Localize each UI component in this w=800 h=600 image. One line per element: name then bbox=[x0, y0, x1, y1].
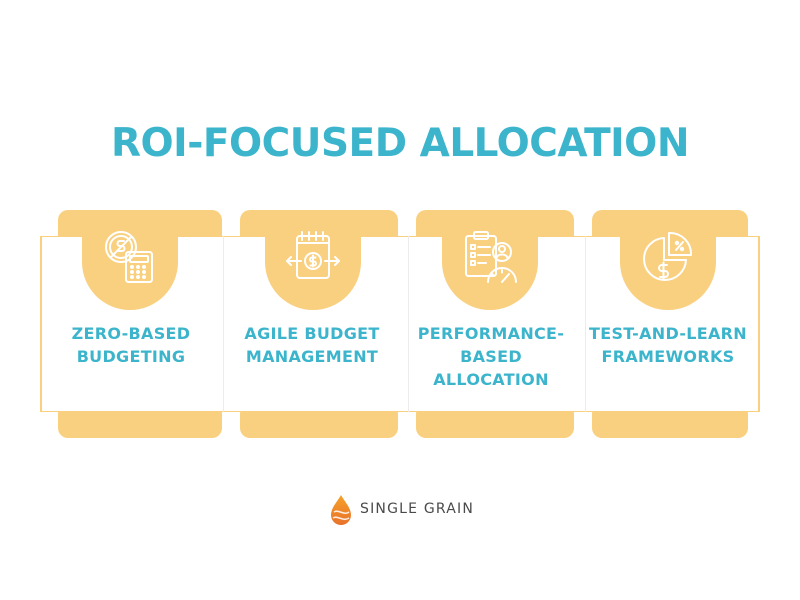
card-label-agile-budget-management: AGILE BUDGET MANAGEMENT bbox=[227, 322, 397, 368]
card-label-test-and-learn-frameworks: TEST-AND-LEARN FRAMEWORKS bbox=[583, 322, 753, 368]
card-divider bbox=[408, 236, 409, 412]
card-badge bbox=[442, 214, 538, 310]
card-label-line: ZERO-BASED bbox=[71, 324, 191, 343]
card-label-line: AGILE BUDGET bbox=[244, 324, 380, 343]
flame-drop-logo-icon bbox=[331, 495, 351, 525]
card-badge bbox=[82, 214, 178, 310]
card-label-performance-based-allocation: PERFORMANCE- BASED ALLOCATION bbox=[406, 322, 576, 391]
brand-footer: SINGLE GRAIN bbox=[330, 492, 500, 528]
card-label-line: TEST-AND-LEARN bbox=[589, 324, 747, 343]
clipboard-performance-gauge-icon bbox=[465, 231, 517, 283]
brand-name: SINGLE GRAIN bbox=[360, 501, 475, 517]
card-label-line: MANAGEMENT bbox=[245, 347, 379, 366]
card-label-line: BUDGETING bbox=[76, 347, 186, 366]
card-label-line: ALLOCATION bbox=[433, 370, 549, 389]
pie-chart-dollar-icon bbox=[643, 231, 693, 281]
card-divider bbox=[223, 236, 224, 412]
card-label-zero-based-budgeting: ZERO-BASED BUDGETING bbox=[46, 322, 216, 368]
card-label-line: FRAMEWORKS bbox=[601, 347, 735, 366]
calendar-dollar-arrows-icon bbox=[286, 231, 340, 279]
page-title: ROI-FOCUSED ALLOCATION bbox=[111, 121, 689, 166]
calculator-no-money-icon bbox=[105, 231, 153, 283]
card-badge bbox=[265, 214, 361, 310]
card-divider bbox=[585, 236, 586, 412]
card-label-line: PERFORMANCE- bbox=[417, 324, 565, 343]
card-badge bbox=[620, 214, 716, 310]
card-label-line: BASED bbox=[460, 347, 522, 366]
